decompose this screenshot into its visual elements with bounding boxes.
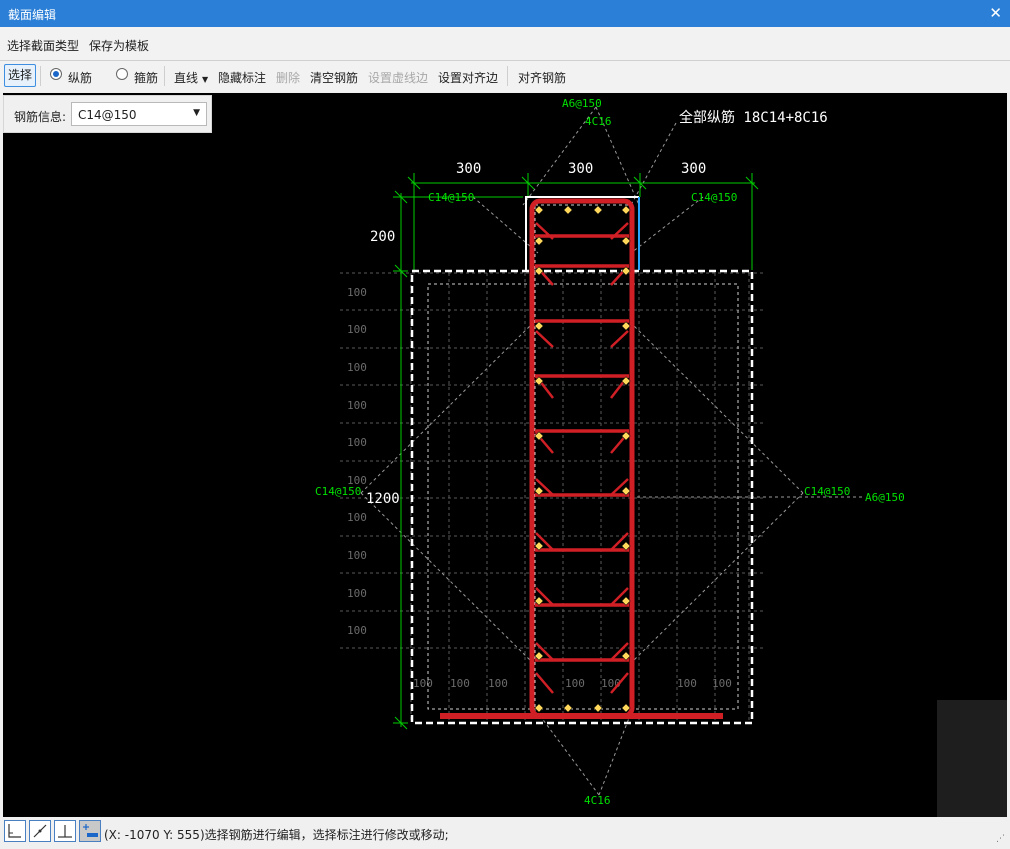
set-dashed-edge-button[interactable]: 设置虚线边 [368,71,429,85]
grid-label: 100 [347,286,367,299]
rebar-info-panel: 钢筋信息: C14@150 ▼ [3,95,212,133]
select-button[interactable]: 选择 [4,64,37,87]
dim-left-height: 1200 [366,491,400,507]
section-outline [410,196,754,725]
grid-label: 100 [413,677,433,690]
label-mid-right-stirrup: A6@150 [865,491,905,504]
window-title: 截面编辑 [8,8,57,22]
ortho-snap-icon[interactable] [4,820,26,842]
dim-left-top: 200 [370,229,395,245]
label-top-stirrup: A6@150 [562,97,602,110]
line-label: 直线 [174,71,199,85]
longitudinal-label[interactable]: 纵筋 [68,71,93,85]
line-dropdown[interactable]: 直线▼ [174,69,208,86]
drawing-canvas[interactable]: 100 100 100 100 100 100 100 100 100 100 … [3,93,1007,817]
toolbar-divider [40,66,41,86]
resize-grip-icon[interactable]: ⋰ [996,834,1005,844]
snap-line-icon[interactable] [29,820,51,842]
menu-bar: 选择截面类型 保存为模板 [0,27,1010,61]
grid-label: 100 [677,677,697,690]
chevron-down-icon: ▼ [202,75,209,84]
title-bar: 截面编辑 ✕ [0,0,1010,27]
grid-label: 100 [347,624,367,637]
status-bar: (X: -1070 Y: 555)选择钢筋进行编辑，选择标注进行修改或移动; ⋰ [0,817,1010,849]
rebar-info-value: C14@150 [78,108,137,122]
grid-label: 100 [347,436,367,449]
label-mid-right: C14@150 [804,485,850,498]
label-top-corner: 4C16 [585,115,612,128]
rebar-points[interactable] [534,205,631,713]
grid-label: 100 [347,399,367,412]
delete-button[interactable]: 删除 [276,71,301,85]
clear-rebar-button[interactable]: 清空钢筋 [310,71,359,85]
label-top-left: C14@150 [428,191,474,204]
toolbar: 选择 纵筋 箍筋 直线▼ 隐藏标注 删除 清空钢筋 设置虚线边 设置对齐边 对齐… [0,61,1010,92]
dimension-texts: 300 300 300 200 1200 全部纵筋 18C14+8C16 [366,109,828,507]
rebar-group[interactable] [440,198,723,719]
dim-top-center: 300 [568,161,593,177]
perpendicular-snap-icon[interactable] [54,820,76,842]
grid-label: 100 [347,361,367,374]
label-top-right: C14@150 [691,191,737,204]
toolbar-divider [164,66,165,86]
dim-top-right: 300 [681,161,706,177]
grid-label: 100 [565,677,585,690]
chevron-down-icon: ▼ [193,108,200,118]
grid-labels: 100 100 100 100 100 100 100 100 100 100 … [347,286,732,690]
grid-label: 100 [347,511,367,524]
section-drawing[interactable]: 100 100 100 100 100 100 100 100 100 100 … [3,93,1007,817]
menu-save-template[interactable]: 保存为模板 [89,39,150,53]
stirrup-radio[interactable] [116,68,128,80]
grid-label: 100 [488,677,508,690]
menu-select-section-type[interactable]: 选择截面类型 [7,39,80,53]
close-icon[interactable]: ✕ [989,4,1002,22]
label-bottom: 4C16 [584,794,611,807]
rebar-summary: 全部纵筋 18C14+8C16 [679,109,828,126]
status-text: (X: -1070 Y: 555)选择钢筋进行编辑，选择标注进行修改或移动; [104,828,449,842]
grid-label: 100 [347,549,367,562]
dim-top-left: 300 [456,161,481,177]
rebar-info-label: 钢筋信息: [14,110,67,124]
grid-label: 100 [712,677,732,690]
align-rebar-button[interactable]: 对齐钢筋 [518,71,567,85]
set-align-edge-button[interactable]: 设置对齐边 [438,71,499,85]
toolbar-divider [507,66,508,86]
grid-label: 100 [450,677,470,690]
dimension-snap-icon[interactable] [79,820,101,842]
rebar-annotations[interactable]: A6@150 4C16 C14@150 C14@150 C14@150 C14@… [315,97,905,807]
hide-labels-button[interactable]: 隐藏标注 [218,71,267,85]
rebar-info-select[interactable]: C14@150 ▼ [71,102,207,126]
longitudinal-radio[interactable] [50,68,62,80]
dimension-lines [393,173,759,730]
grid-label: 100 [347,474,367,487]
grid-label: 100 [347,323,367,336]
grid-label: 100 [347,587,367,600]
leader-lines [360,106,863,796]
label-mid-left: C14@150 [315,485,361,498]
stirrup-label[interactable]: 箍筋 [134,71,159,85]
background-grid [340,272,763,723]
